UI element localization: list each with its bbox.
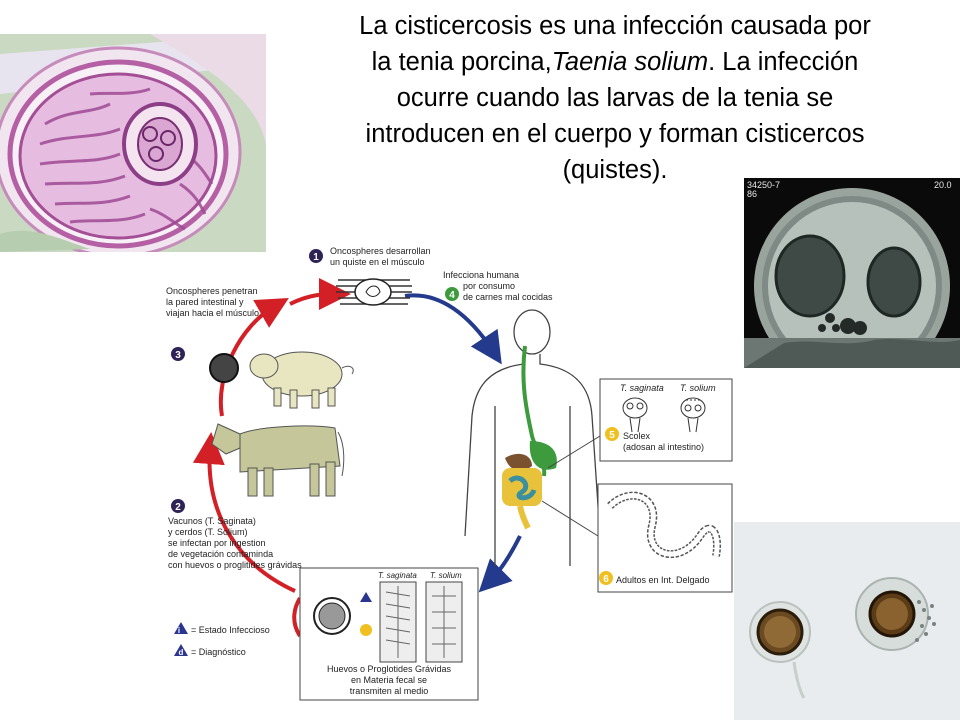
step-4-num: 4: [449, 290, 455, 301]
scolex-saginata-icon: [622, 397, 648, 433]
step-1-text-line-1: Oncospheres desarrollan: [330, 246, 431, 256]
scolex-pointer-line: [547, 435, 601, 469]
adult-worm-icon: [607, 491, 721, 558]
muscle-cyst-icon: [336, 278, 412, 306]
diagnostic-marker-icon: [360, 592, 372, 602]
human-figure-icon: [464, 309, 601, 566]
step-1-badge: [309, 249, 323, 263]
histology-image: [0, 34, 266, 252]
title-line-1: La cisticercosis es una infección causad…: [359, 12, 871, 40]
step-4-badge: [445, 287, 459, 301]
mri-image: 34250-7 86 20.0: [744, 178, 960, 368]
step-5-text-line-1: Scolex: [623, 431, 651, 441]
eggs-box-line-3: transmiten al medio: [350, 686, 429, 696]
step-2-badge: [171, 499, 185, 513]
title-line-2: la tenia porcina,Taenia solium. La infec…: [285, 44, 945, 80]
red-arc-top: [289, 278, 351, 311]
eggs-box-line-1: Huevos o Proglotides Grávidas: [327, 664, 452, 674]
infective-stage-icon: [174, 622, 188, 634]
step-4-text-line-3: de carnes mal cocidas: [463, 292, 553, 302]
legend-infective: i = Estado Infeccioso: [174, 622, 270, 635]
infective-symbol: i: [178, 626, 180, 635]
title-line-2a: la tenia porcina,: [371, 48, 552, 76]
step-6-badge: [599, 571, 613, 585]
legend-diagnostic: d = Diagnóstico: [174, 644, 246, 657]
step-6-text-line-1: Adultos en Int. Delgado: [616, 575, 710, 585]
proglottid-species-saginata: T. saginata: [378, 571, 417, 580]
life-cycle-diagram: 1 Oncospheres desarrollan un quiste en e…: [166, 246, 733, 701]
step-1-num: 1: [313, 252, 319, 263]
adult-pointer-line: [541, 500, 599, 537]
step-3-text-line-3: viajan hacia el músculo: [166, 308, 259, 318]
step-2-text-line-2: y cerdos (T. Solium): [168, 527, 248, 537]
step-3-text-line-2: la pared intestinal y: [166, 297, 244, 307]
scolex-species-saginata: T. saginata: [620, 383, 664, 393]
step-4-text-line-1: Infecciona humana: [443, 270, 519, 280]
diagnostic-stage-icon: [174, 644, 188, 656]
mri-label-top-left: 34250-7: [747, 180, 780, 190]
title-line-5: (quistes).: [562, 156, 668, 184]
step-2-text-line-3: se infectan por ingestion: [168, 538, 266, 548]
title-paragraph: La cisticercosis es una infección causad…: [285, 8, 945, 188]
scolex-solium-icon: [680, 397, 706, 433]
red-cycle-arrow-left: [192, 432, 296, 593]
egg-icon: [313, 597, 351, 635]
proglottid-solium-icon: [425, 581, 463, 663]
scolex-species-solium: T. solium: [680, 383, 716, 393]
egg-stage-badge: [360, 624, 372, 636]
step-3-num: 3: [175, 350, 181, 361]
mri-label-top-right: 20.0: [934, 180, 952, 190]
oncosphere-icon: [209, 353, 239, 383]
histology-svg: [0, 34, 266, 252]
mri-svg: 34250-7 86 20.0: [744, 178, 960, 368]
micro-svg: [734, 522, 960, 720]
step-2-text-line-4: de vegetación contamindа: [168, 549, 273, 559]
legend-diagnostic-text: = Diagnóstico: [191, 647, 246, 657]
title-line-2b: . La infección: [708, 48, 859, 76]
step-2-text-line-1: Vacunos (T. Saginata): [168, 516, 256, 526]
mri-label-sub-left: 86: [747, 189, 757, 199]
proglottid-species-solium: T. solium: [430, 571, 462, 580]
red-cycle-arrow-upper: [218, 298, 289, 417]
step-6-num: 6: [603, 574, 609, 585]
step-1-text-line-2: un quiste en el músculo: [330, 257, 425, 267]
step-3-badge: [171, 347, 185, 361]
blue-cycle-arrow-top: [404, 293, 502, 365]
step-2-num: 2: [175, 502, 181, 513]
diagnostic-symbol: d: [179, 648, 184, 657]
step-4-text-line-2: por consumo: [463, 281, 515, 291]
legend-infective-text: = Estado Infeccioso: [191, 625, 270, 635]
step-2-text-line-5: con huevos o proglitides grávidas: [168, 560, 302, 570]
species-name: Taenia solium: [551, 48, 709, 76]
step-5-badge: [605, 427, 619, 441]
cow-icon: [211, 423, 345, 497]
blue-cycle-arrow-bottom: [478, 535, 522, 593]
proglottid-saginata-icon: [379, 581, 417, 663]
pig-icon: [249, 351, 354, 409]
step-5-text-line-2: (adosan al intestino): [623, 442, 704, 452]
egg-microscopy-image: [734, 522, 960, 720]
red-cycle-arrow-bottom: [292, 596, 302, 638]
step-3-text-line-1: Oncospheres penetran: [166, 286, 258, 296]
title-line-3: ocurre cuando las larvas de la tenia se: [396, 84, 834, 112]
scolex-box: [599, 378, 733, 462]
eggs-box-line-2: en Materia fecal se: [351, 675, 427, 685]
step-5-num: 5: [609, 430, 615, 441]
title-line-4: introducen en el cuerpo y forman cistice…: [365, 120, 865, 148]
